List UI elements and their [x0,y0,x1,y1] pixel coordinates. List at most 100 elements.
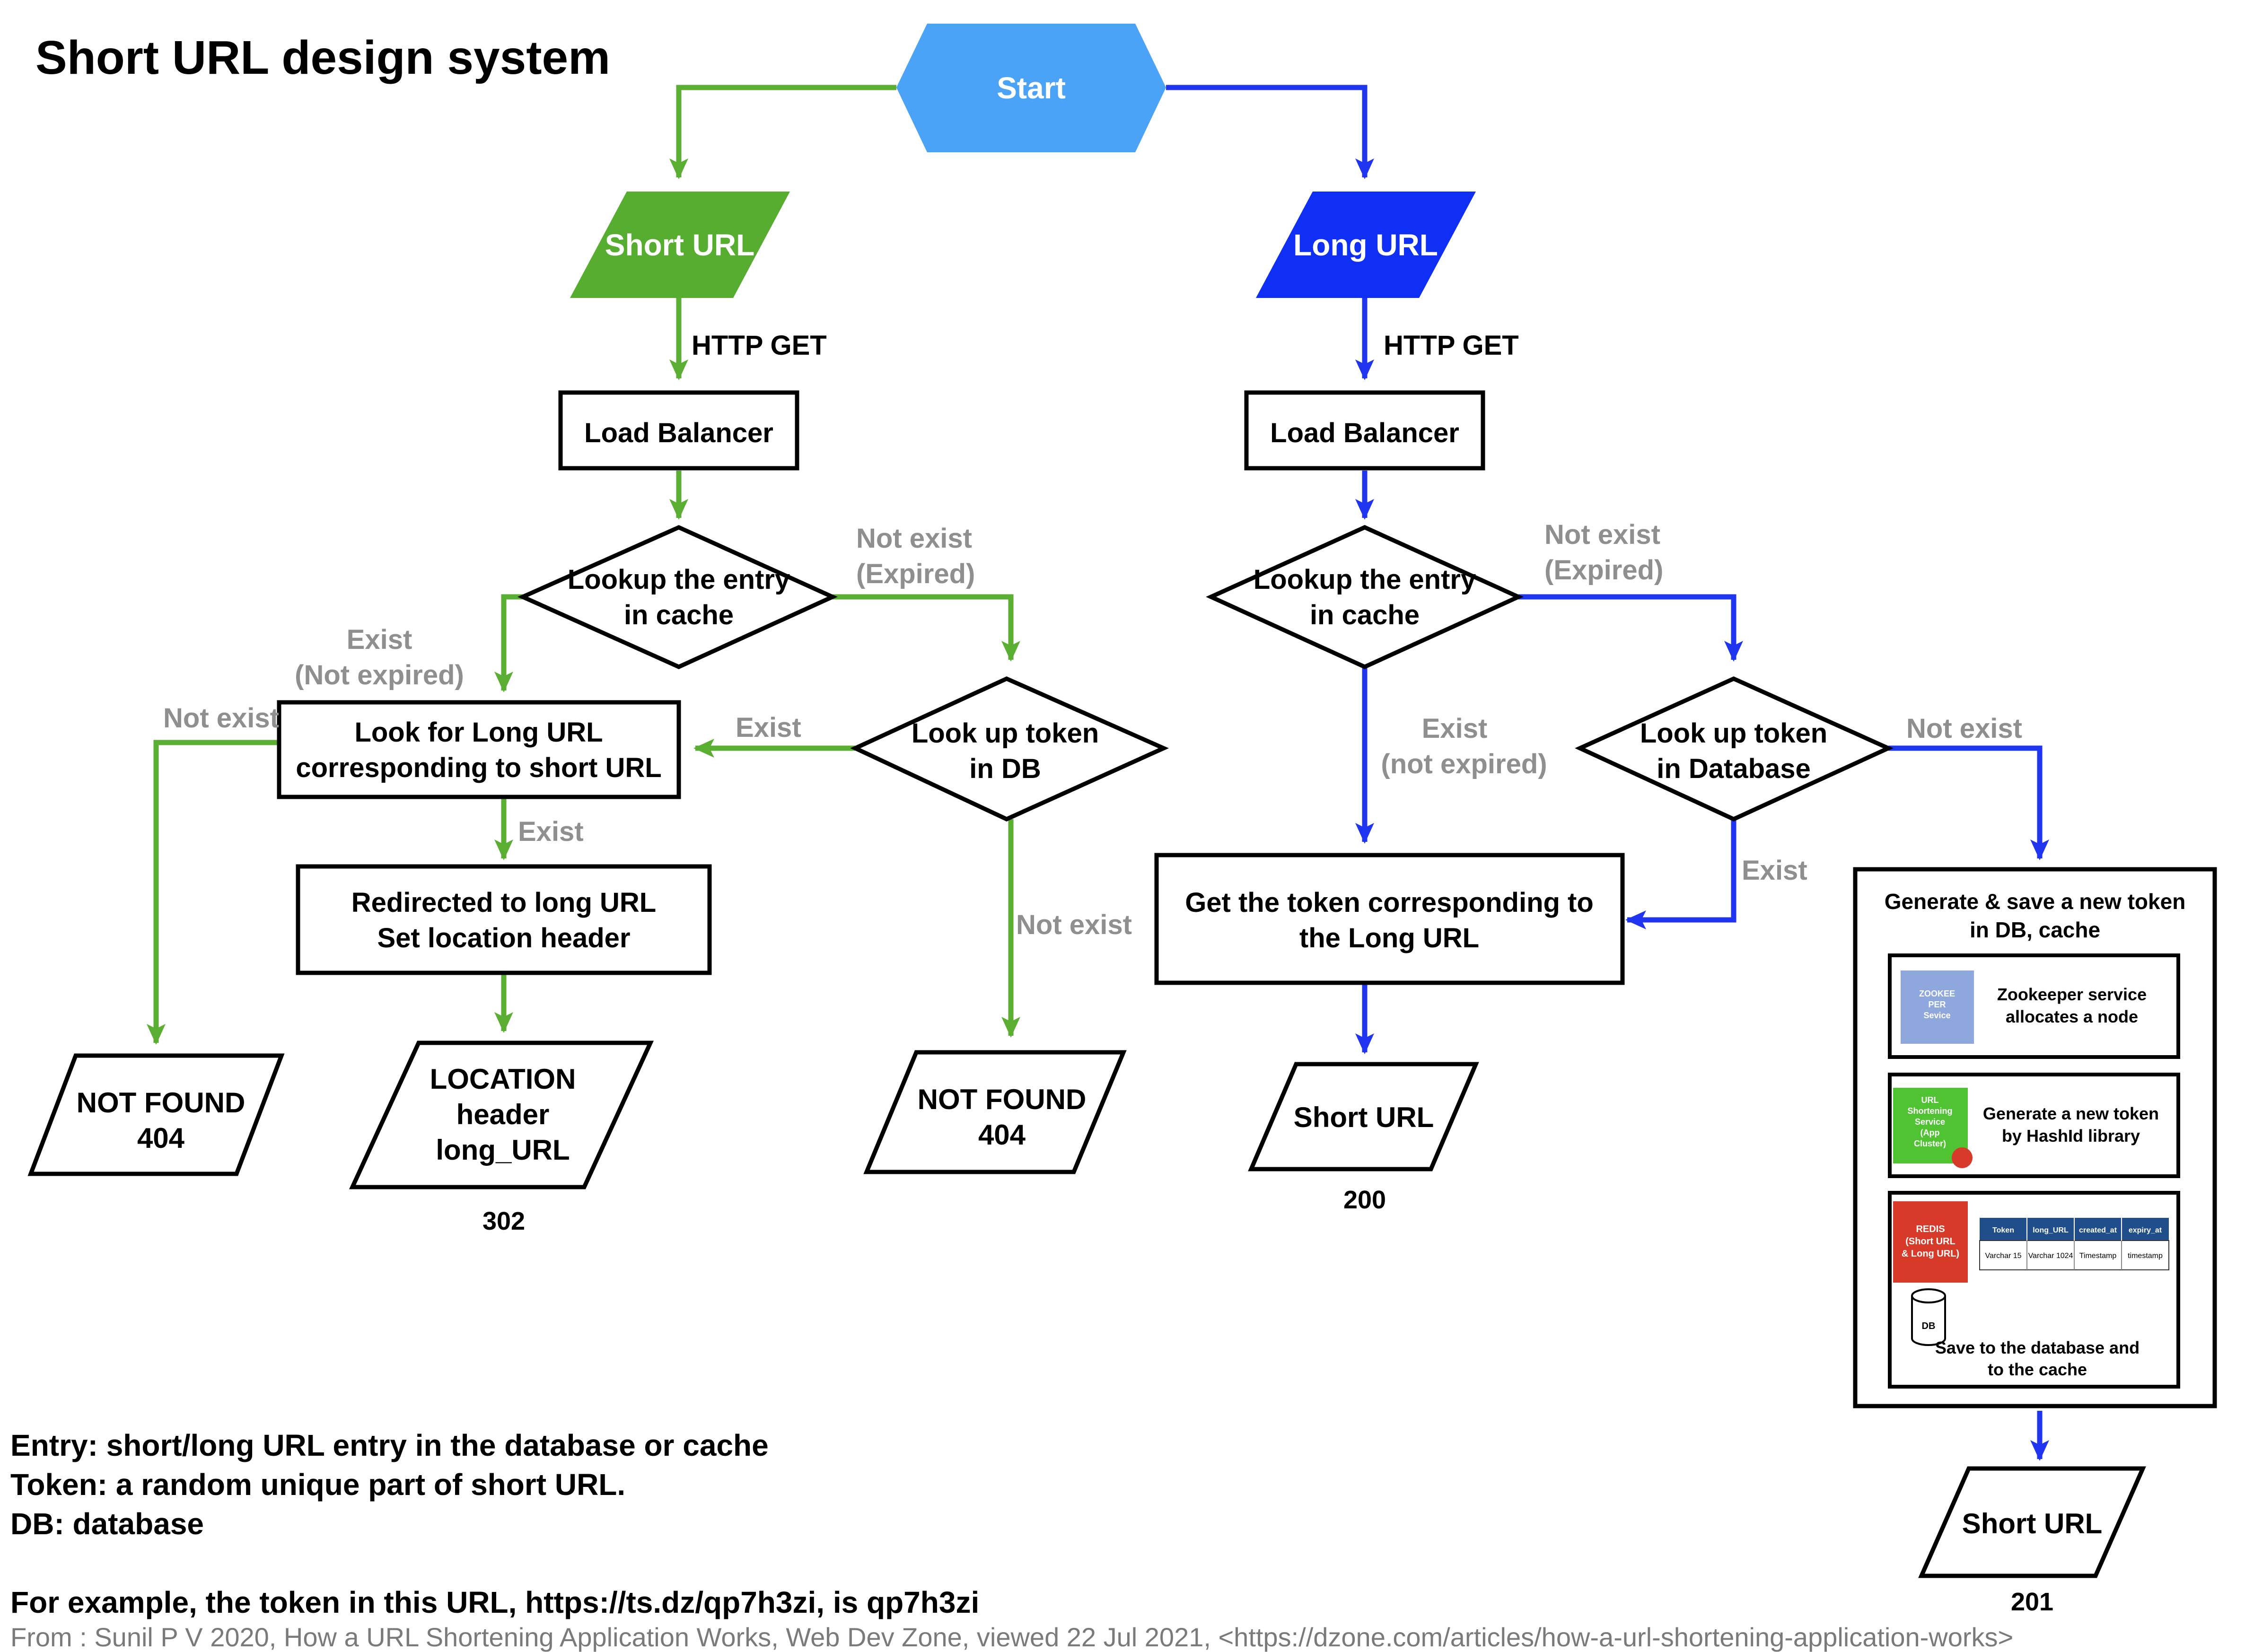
label-left-exist-db: Exist [736,712,801,743]
app-icon-label-1: URL [1921,1095,1939,1105]
redis-label-3: & Long URL) [1902,1249,1959,1259]
table-header-created: created_at [2079,1226,2117,1234]
get-token-line1: Get the token corresponding to [1185,887,1594,918]
edge-db-to-generate [1888,745,2049,860]
right-lb-label: Load Balancer [1270,418,1459,448]
redirect-box: Redirected to long URL Set location head… [296,864,712,975]
blue-edges [1166,85,2049,1461]
left-db-line2: in DB [969,753,1041,784]
location-line2: header [456,1099,550,1130]
table-header-token: Token [1992,1226,2014,1234]
left-http-label: HTTP GET [692,330,827,361]
short-url-output-200: Short URL [1248,1062,1479,1171]
edge-cache-to-db-r [1518,594,1743,662]
short-url-input: Short URL [570,192,790,298]
label-left-exist-2: (Not expired) [295,660,464,691]
look-long-line1: Look for Long URL [354,717,603,748]
table-header-long-url: long_URL [2033,1226,2069,1234]
database-icon: DB [1911,1288,1946,1346]
label-left-exist-1: Exist [347,624,412,655]
generate-line1: Generate & save a new token [1885,889,2186,914]
location-output: LOCATION header long_URL [349,1040,654,1189]
label-right-exist-2: (not expired) [1381,749,1547,779]
status-code-302: 302 [482,1207,525,1235]
db-schema-table: Token long_URL created_at expiry_at Varc… [1979,1218,2169,1270]
location-line1: LOCATION [430,1063,576,1095]
legend-line-token: Token: a random unique part of short URL… [10,1468,626,1502]
notfound-right-line2: 404 [978,1119,1026,1151]
redis-label-2: (Short URL [1905,1236,1956,1247]
right-db-line1: Look up token [1640,718,1827,749]
app-icon-label-4: (App [1921,1128,1940,1137]
start-node: Start [896,24,1166,152]
left-db-line1: Look up token [912,718,1099,749]
long-url-label: Long URL [1293,228,1438,262]
table-cell-token: Varchar 15 [1985,1252,2021,1260]
short-url-output-201: Short URL [1918,1466,2146,1578]
zookeeper-row: ZOOKEE PER Sevice Zookeeper service allo… [1888,953,2180,1059]
right-db-line2: in Database [1657,753,1811,784]
zookeeper-icon-label-1: ZOOKEE [1919,989,1955,998]
label-left-exist-redirect: Exist [518,816,584,847]
right-cache-line1: Lookup the entry [1254,564,1476,595]
left-load-balancer: Load Balancer [558,390,799,471]
label-left-not-exist-lookup: Not exist [163,703,279,734]
app-icon-label-2: Shortening [1908,1106,1953,1116]
left-cache-line1: Lookup the entry [568,564,790,595]
right-load-balancer: Load Balancer [1244,390,1485,471]
zookeeper-icon-label-3: Sevice [1923,1011,1950,1020]
edge-start-to-long [1166,85,1374,179]
right-db-decision: Look up token in Database [1575,676,1894,822]
label-right-not-exist-expired-2: (Expired) [1544,555,1663,586]
redirect-line1: Redirected to long URL [351,887,656,918]
not-found-404-left: NOT FOUND 404 [27,1053,285,1176]
right-cache-line2: in cache [1310,600,1420,630]
edge-labels: Not exist (Expired) Exist (Not expired) … [163,519,2022,940]
legend-line-entry: Entry: short/long URL entry in the datab… [10,1428,769,1462]
table-cell-long-url: Varchar 1024 [2028,1252,2073,1260]
status-dot-icon [1952,1147,1973,1168]
redis-db-row: REDIS (Short URL & Long URL) Token long_… [1888,1191,2180,1389]
long-url-input: Long URL [1256,192,1476,298]
label-left-not-exist-db: Not exist [1016,909,1132,940]
location-line3: long_URL [436,1134,570,1166]
label-left-not-exist-expired-1: Not exist [856,523,972,554]
generate-token-container: Generate & save a new token in DB, cache… [1853,867,2217,1408]
redis-icon [1893,1201,1968,1283]
left-db-decision: Look up token in DB [850,676,1169,822]
database-icon-label: DB [1922,1321,1936,1331]
notfound-left-line1: NOT FOUND [77,1087,246,1119]
zookeeper-text-1: Zookeeper service [1997,985,2147,1004]
legend: Entry: short/long URL entry in the datab… [10,1426,979,1622]
edge-cache-to-db [833,594,1020,662]
short-url-201-label: Short URL [1962,1508,2103,1539]
right-cache-decision: Lookup the entry in cache [1206,525,1524,669]
look-long-line2: corresponding to short URL [296,752,661,783]
left-cache-line2: in cache [624,600,734,630]
start-label: Start [997,71,1066,105]
table-cell-created: Timestamp [2079,1252,2117,1260]
green-edges [147,85,1020,1045]
redis-label-1: REDIS [1916,1224,1945,1234]
left-cache-decision: Lookup the entry in cache [517,525,838,669]
edge-db-to-get [1625,819,1736,929]
label-right-exist-db: Exist [1742,855,1807,886]
page-title: Short URL design system [35,31,611,84]
notfound-left-line2: 404 [137,1122,185,1154]
app-icon-label-3: Service [1915,1117,1945,1127]
edge-start-to-short [669,85,896,179]
label-right-not-exist-expired-1: Not exist [1544,519,1660,550]
legend-line-db: DB: database [10,1507,204,1541]
label-right-exist-1: Exist [1422,713,1488,744]
left-lb-label: Load Balancer [584,418,773,448]
app-text-2: by HashId library [2002,1126,2140,1145]
save-text-2: to the cache [1988,1360,2087,1379]
not-found-404-right: NOT FOUND 404 [863,1050,1127,1174]
short-url-label: Short URL [605,228,754,262]
legend-line-blank [10,1544,979,1583]
table-header-expiry: expiry_at [2129,1226,2162,1234]
zookeeper-icon [1901,970,1974,1044]
app-cluster-row: URL Shortening Service (App Cluster) Gen… [1888,1073,2180,1178]
label-right-not-exist: Not exist [1906,713,2022,744]
notfound-right-line1: NOT FOUND [918,1084,1087,1115]
